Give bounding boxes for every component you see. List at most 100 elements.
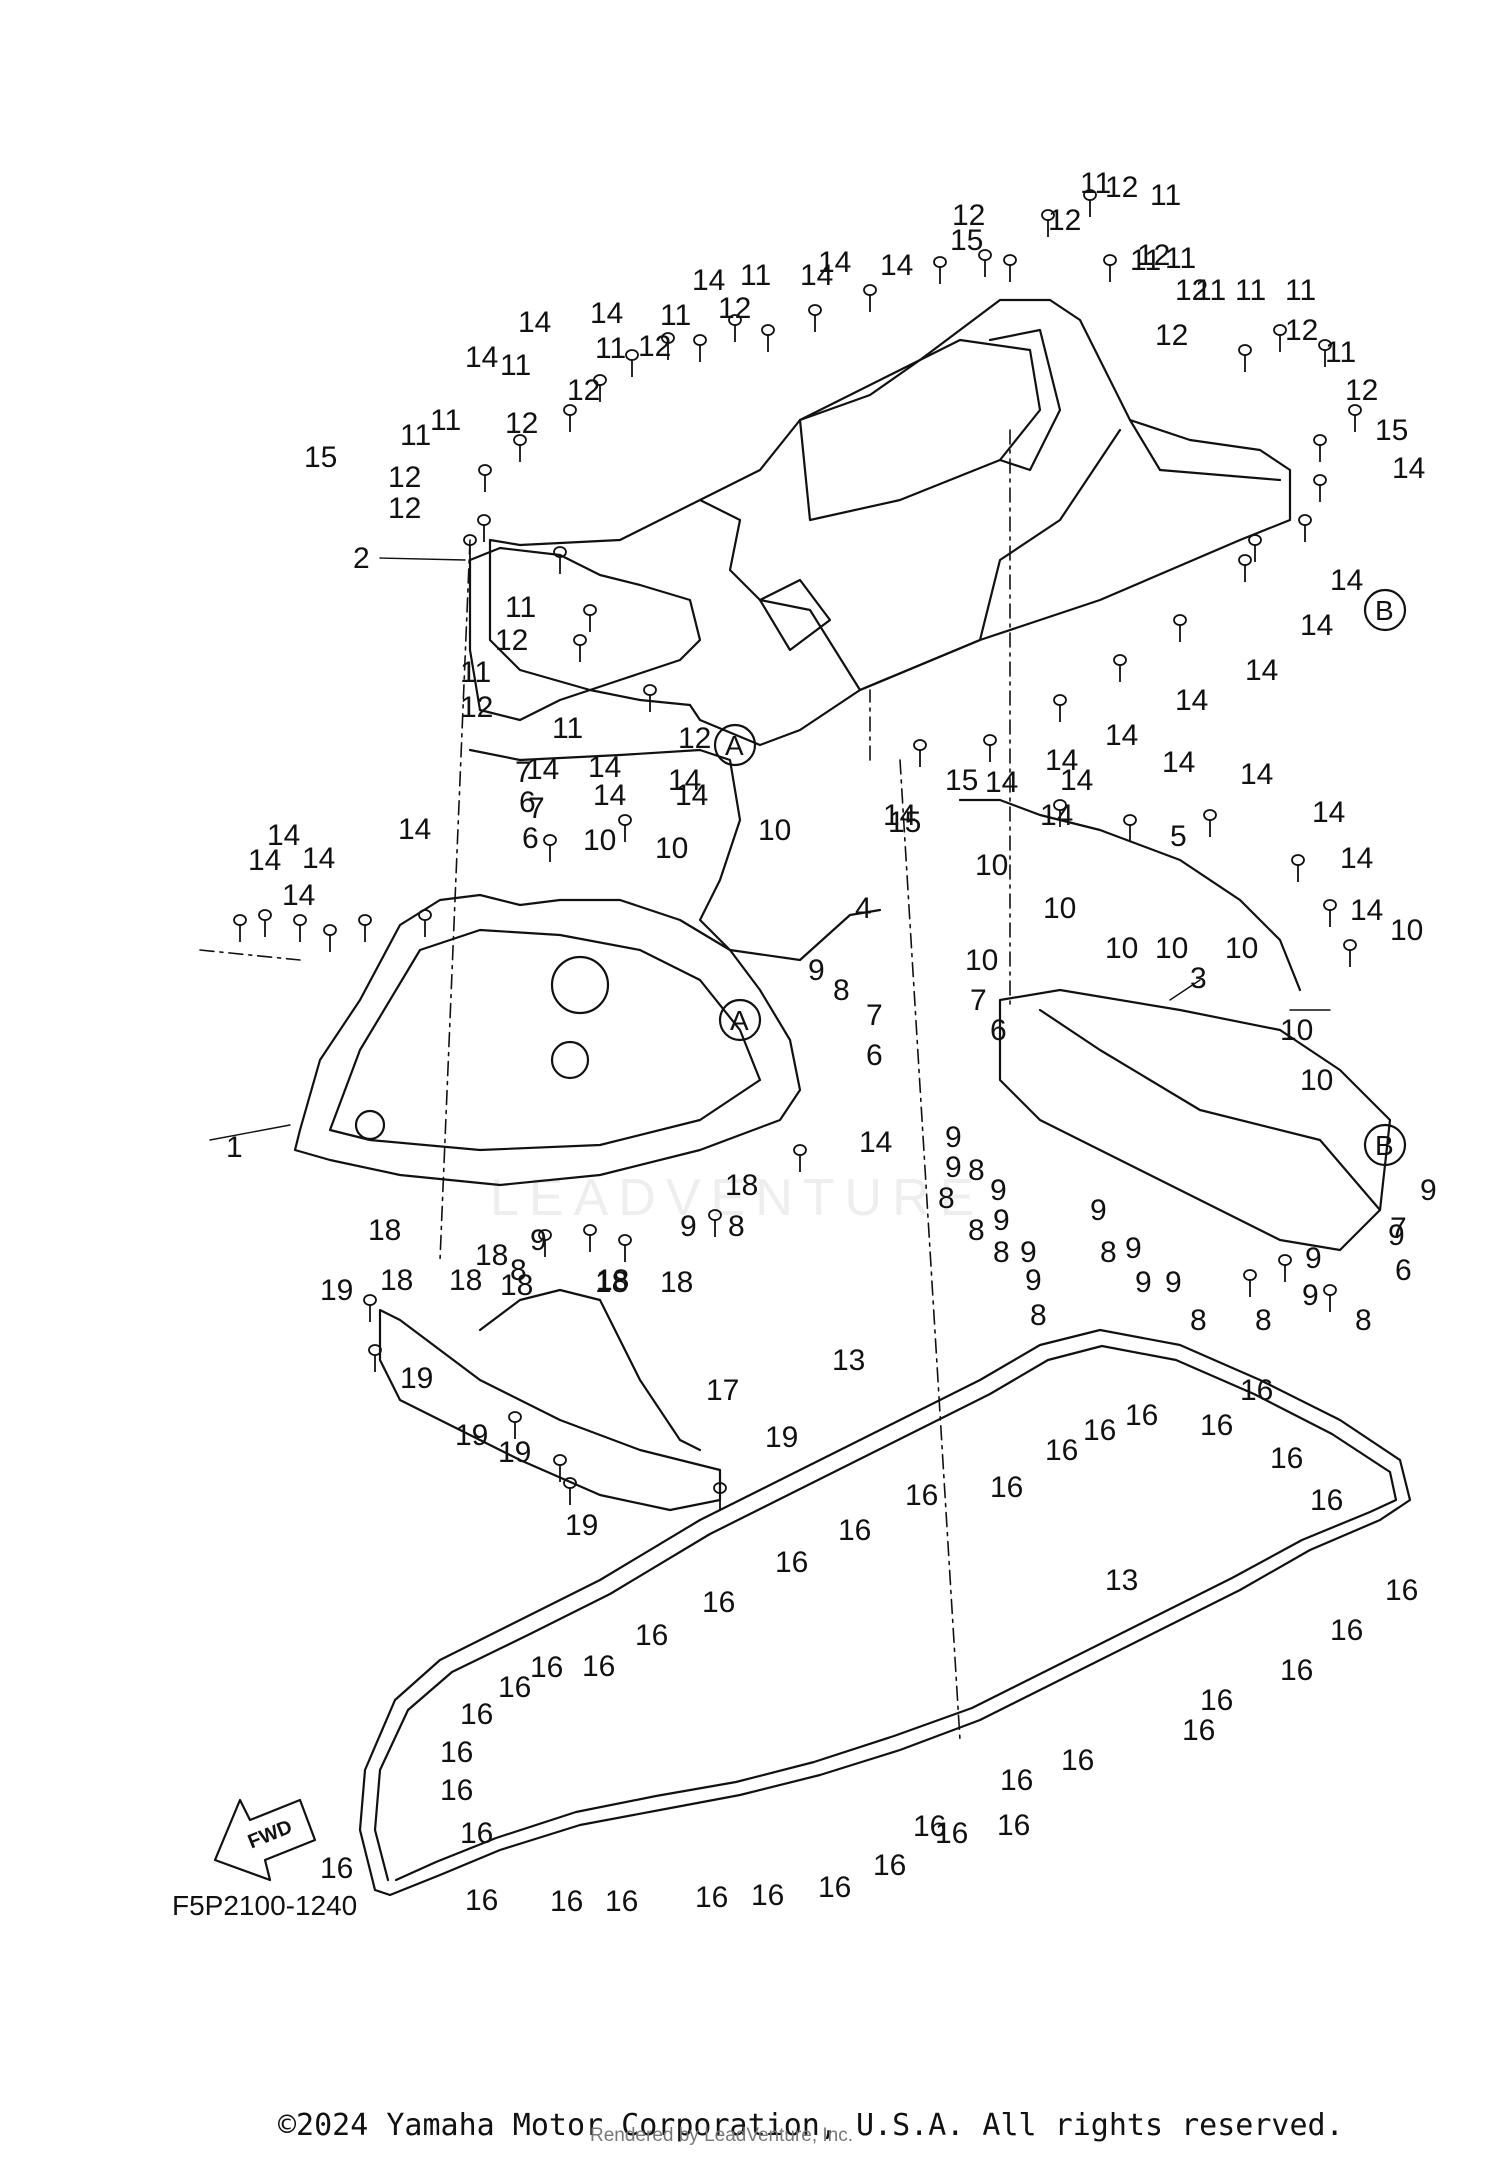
callout-part-14: 14 [590,297,623,330]
fastener-glyph [583,1224,597,1236]
callout-part-16: 16 [1200,1409,1233,1442]
callout-part-11: 11 [1080,167,1111,200]
callout-part-11: 11 [500,349,531,382]
callout-part-9: 9 [945,1121,962,1154]
callout-part-6: 6 [519,786,536,819]
fastener-glyph [618,814,632,826]
callout-part-19: 19 [400,1362,433,1395]
callout-part-16: 16 [775,1546,808,1579]
callout-part-11: 11 [1150,179,1181,212]
callout-part-14: 14 [880,249,913,282]
callout-part-7: 7 [866,999,883,1032]
deck-panel-3 [998,988,1392,1252]
callout-part-9: 9 [680,1210,697,1243]
callout-part-14: 14 [818,246,851,279]
upper-deck [488,298,1292,747]
callout-part-16: 16 [818,1871,851,1904]
fastener-glyph [643,684,657,696]
callout-part-9: 9 [1165,1266,1182,1299]
callout-part-11: 11 [460,656,491,689]
callout-part-9: 9 [993,1204,1010,1237]
callout-part-14: 14 [1040,799,1073,832]
callout-part-10: 10 [975,849,1008,882]
fastener-glyph [1298,514,1312,526]
callout-part-15: 15 [888,806,921,839]
callout-part-14: 14 [1245,654,1278,687]
callout-part-16: 16 [913,1810,946,1843]
callout-part-11: 11 [400,419,431,452]
seal-strip-13 [358,1328,1412,1897]
callout-part-11: 11 [430,404,461,437]
fastener-glyph [1291,854,1305,866]
callout-part-10: 10 [1043,892,1076,925]
callout-part-19: 19 [320,1274,353,1307]
diagram-part-code: F5P2100-1240 [172,1890,358,1921]
callout-part-9: 9 [1020,1236,1037,1269]
fastener-glyph [1173,614,1187,626]
callout-part-12: 12 [505,407,538,440]
rendered-by-text: Rendered by LeadVenture, Inc. [590,2125,854,2146]
callout-part-18: 18 [449,1264,482,1297]
callout-part-8: 8 [833,974,850,1007]
callout-part-16: 16 [905,1479,938,1512]
callout-part-12: 12 [567,374,600,407]
fastener-glyph [1313,474,1327,486]
callout-part-13: 13 [832,1344,865,1377]
fastener-glyph [913,739,927,751]
callout-part-14: 14 [526,753,559,786]
callout-part-9: 9 [1302,1279,1319,1312]
callout-part-14: 14 [1350,894,1383,927]
callout-part-18: 18 [660,1266,693,1299]
pipe-5 [958,798,1302,992]
fastener-glyph [761,324,775,336]
callout-part-14: 14 [1392,452,1425,485]
callout-part-16: 16 [1330,1614,1363,1647]
callout-part-8: 8 [728,1210,745,1243]
callout-part-10: 10 [1155,932,1188,965]
callout-part-18: 18 [475,1239,508,1272]
callout-part-8: 8 [1030,1299,1047,1332]
callout-part-9: 9 [945,1151,962,1184]
callout-part-10: 10 [655,832,688,865]
callout-part-13: 13 [1105,1564,1138,1597]
callout-part-14: 14 [668,764,701,797]
ref-mark-a-top: A [725,730,744,761]
fastener-glyph [1053,694,1067,706]
callout-part-6: 6 [1395,1254,1412,1287]
callout-part-14: 14 [465,341,498,374]
callout-part-16: 16 [990,1471,1023,1504]
callout-part-16: 16 [460,1698,493,1731]
callout-part-9: 9 [530,1224,547,1257]
callout-part-16: 16 [605,1885,638,1918]
callout-part-12: 12 [388,461,421,494]
fastener-glyph [478,464,492,476]
callout-part-9: 9 [1135,1266,1152,1299]
callout-part-14: 14 [859,1126,892,1159]
callout-part-12: 12 [1137,239,1170,272]
callout-part-9: 9 [990,1174,1007,1207]
callout-part-14: 14 [1300,609,1333,642]
callout-part-10: 10 [1105,932,1138,965]
ref-mark-a-bottom: A [730,1005,749,1036]
callout-part-14: 14 [302,842,335,875]
callout-part-18: 18 [380,1264,413,1297]
callout-part-11: 11 [1285,274,1316,307]
callout-part-16: 16 [498,1671,531,1704]
callout-part-12: 12 [1345,374,1378,407]
callout-part-7: 7 [970,984,987,1017]
callout-part-9: 9 [1388,1219,1405,1252]
callout-part-11: 11 [552,712,583,745]
callout-part-7: 7 [1390,1212,1407,1245]
callout-part-9: 9 [1125,1232,1142,1265]
callout-part-10: 10 [758,814,791,847]
fastener-glyph [1123,814,1137,826]
callout-part-11: 11 [1195,274,1226,307]
callout-part-11: 11 [595,332,626,365]
callout-part-9: 9 [1420,1174,1437,1207]
callout-part-16: 16 [440,1774,473,1807]
callout-part-16: 16 [530,1651,563,1684]
callout-part-16: 16 [440,1736,473,1769]
callout-part-12: 12 [1048,204,1081,237]
fastener-glyph [863,284,877,296]
